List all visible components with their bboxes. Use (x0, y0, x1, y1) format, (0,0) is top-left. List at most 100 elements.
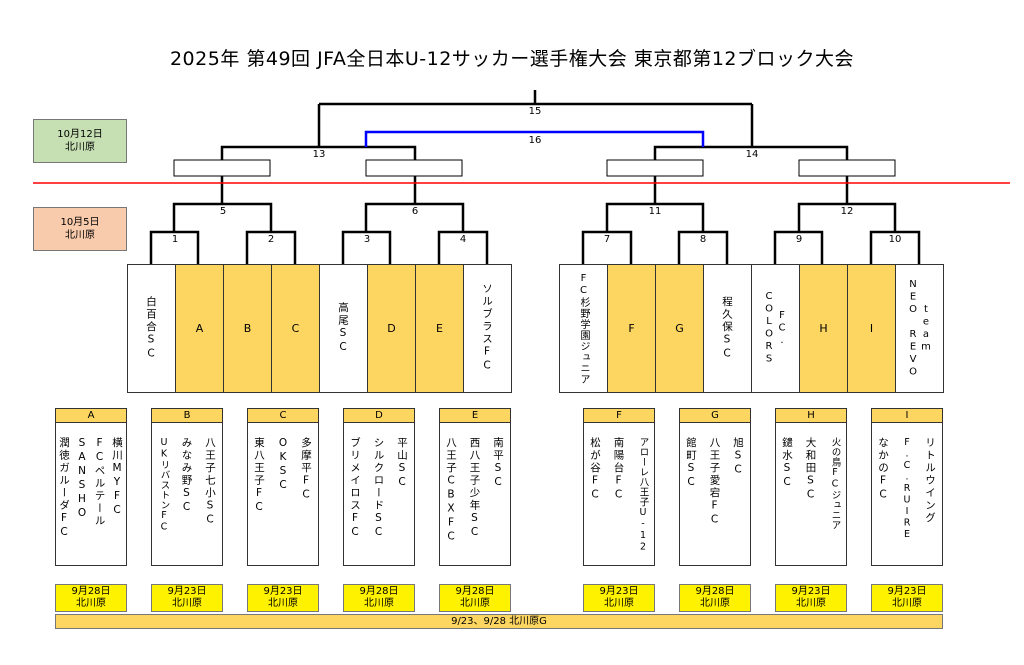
group-date: 9月23日 (263, 586, 303, 597)
match-number: 16 (528, 135, 542, 146)
match-number: 7 (603, 234, 611, 245)
match-number: 2 (267, 234, 275, 245)
group-header: G (679, 408, 751, 423)
group-venue: 北川原 (76, 598, 106, 609)
match-number: 9 (795, 234, 803, 245)
group-date-box: 9月23日北川原 (247, 584, 319, 612)
group-date-box: 9月28日北川原 (343, 584, 415, 612)
match-number: 12 (840, 206, 854, 217)
match-number: 8 (699, 234, 707, 245)
group-team-name: SANSHO (76, 437, 88, 521)
group-team-name: 旭SC (732, 437, 744, 478)
match-number: 6 (411, 206, 419, 217)
group-date: 9月23日 (599, 586, 639, 597)
group-venue: 北川原 (268, 598, 298, 609)
group-team-name: アローレ八王子U-12 (637, 437, 649, 553)
group-team-name: 鑓水SC (781, 437, 793, 490)
third-place-line (364, 130, 705, 147)
group-team: シルクロードSC (367, 423, 392, 566)
group-team-name: リトルウイング (924, 437, 936, 525)
group-team: 火の鳥FCジュニア (823, 423, 847, 566)
slot-colors-fc: COLORS FC. (751, 264, 800, 393)
group-date-box: 9月23日北川原 (151, 584, 223, 612)
group-venue: 北川原 (172, 598, 202, 609)
group-team-name: なかのFC (877, 437, 889, 503)
group-team: 旭SC (727, 423, 751, 566)
slot-neo-revo-team: NEO REVO team (895, 264, 944, 393)
league-venue-bar: 9/23、9/28 北川原G (55, 614, 943, 629)
slot-group-d: D (367, 264, 416, 393)
group-team-name: シルクロードSC (372, 437, 385, 540)
group-header: D (343, 408, 415, 423)
slot-group-e: E (415, 264, 464, 393)
group-team-name: 館町SC (685, 437, 697, 490)
group-date: 9月28日 (359, 586, 399, 597)
group-team: 松が谷FC (583, 423, 608, 566)
group-team-name: OKSC (277, 437, 289, 493)
group-team: OKSC (271, 423, 296, 566)
group-team-name: 南平SC (492, 437, 504, 490)
final-date: 10月12日 (57, 129, 103, 140)
group-team: 八王子七小SC (199, 423, 223, 566)
page-title: 2025年 第49回 JFA全日本U-12サッカー選手権大会 東京都第12ブロッ… (169, 48, 855, 70)
final-date-box: 10月12日 北川原 (33, 119, 127, 163)
group-header: B (151, 408, 223, 423)
slot-group-i: I (847, 264, 896, 393)
group-date: 9月23日 (887, 586, 927, 597)
match-number: 10 (888, 234, 902, 245)
match-number: 14 (745, 149, 759, 160)
slot-group-f: F (607, 264, 656, 393)
slot-group-h: H (799, 264, 848, 393)
group-team: アローレ八王子U-12 (631, 423, 655, 566)
first-round-venue: 北川原 (65, 230, 95, 241)
group-team-name: FCペルテール (93, 437, 106, 528)
group-team-name: 松が谷FC (589, 437, 601, 503)
group-venue: 北川原 (364, 598, 394, 609)
group-venue: 北川原 (892, 598, 922, 609)
group-team: 平山SC (391, 423, 415, 566)
group-team-name: 多摩平FC (300, 437, 312, 503)
first-round-date-box: 10月5日 北川原 (33, 207, 127, 251)
group-team: 潤徳ガルーダFC (55, 423, 74, 566)
first-round-date: 10月5日 (60, 217, 100, 228)
group-team: 八王子CBXFC (439, 423, 464, 566)
group-team: リトルウイング (919, 423, 943, 566)
group-team: 横川MYFC (109, 423, 127, 566)
group-venue: 北川原 (604, 598, 634, 609)
match-number: 13 (312, 149, 326, 160)
group-team-name: UKリバストンFC (158, 437, 170, 533)
group-team-name: 八王子愛宕FC (708, 437, 721, 528)
group-team: 南平SC (487, 423, 511, 566)
group-team: 館町SC (679, 423, 704, 566)
group-date-box: 9月28日北川原 (679, 584, 751, 612)
match-number: 15 (528, 106, 542, 117)
match-number: 5 (219, 206, 227, 217)
group-venue: 北川原 (460, 598, 490, 609)
slot-group-b: B (223, 264, 272, 393)
group-team: 多摩平FC (295, 423, 319, 566)
group-team-name: 東八王子FC (253, 437, 265, 515)
final-venue: 北川原 (65, 142, 95, 153)
group-header: H (775, 408, 847, 423)
group-team: 南陽台FC (607, 423, 632, 566)
group-date-box: 9月23日北川原 (775, 584, 847, 612)
group-team-name: F.C.RUIRE (901, 437, 913, 541)
group-team-name: 八王子CBXFC (445, 437, 457, 545)
group-date: 9月28日 (695, 586, 735, 597)
group-team: F.C.RUIRE (895, 423, 920, 566)
group-date: 9月23日 (167, 586, 207, 597)
group-team-name: 大和田SC (804, 437, 817, 503)
group-team-name: 八王子七小SC (204, 437, 216, 528)
group-header: C (247, 408, 319, 423)
group-team: 西八王子少年SC (463, 423, 488, 566)
group-team: UKリバストンFC (151, 423, 176, 566)
match-number: 4 (459, 234, 467, 245)
group-team-name: 潤徳ガルーダFC (58, 437, 70, 540)
group-date-box: 9月23日北川原 (871, 584, 943, 612)
group-header: A (55, 408, 127, 423)
group-venue: 北川原 (700, 598, 730, 609)
group-date-box: 9月28日北川原 (55, 584, 127, 612)
group-team-name: みなみ野SC (180, 437, 193, 515)
match-number: 1 (171, 234, 179, 245)
